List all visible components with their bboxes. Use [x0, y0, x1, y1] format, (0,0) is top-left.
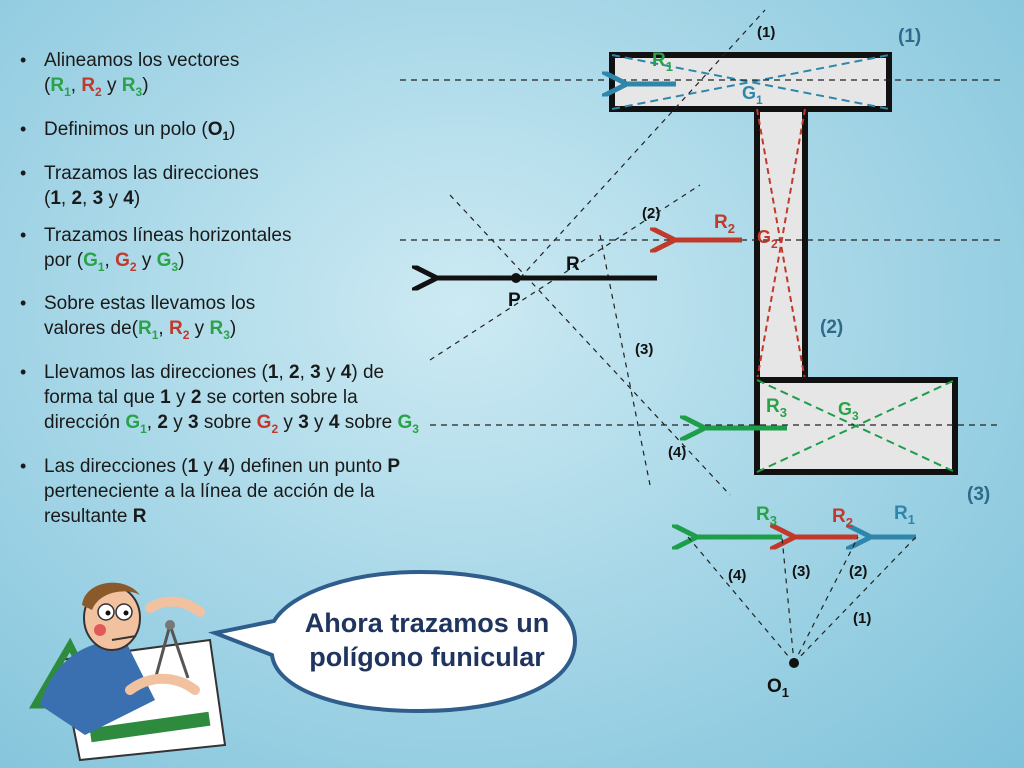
funicular-line-4	[449, 194, 731, 496]
label-r2: R2	[714, 212, 735, 236]
direction-label-1: (1)	[757, 24, 775, 41]
polar-ray-1	[793, 536, 917, 664]
engineer-illustration	[28, 582, 227, 762]
speech-bubble-text: Ahora trazamos un polígono funicular	[282, 606, 572, 674]
speech-bubble-line-1: Ahora trazamos un	[304, 608, 550, 638]
polygon-direction-label-3: (3)	[792, 563, 810, 580]
beam-section-web	[754, 106, 808, 383]
section-label-2: (2)	[820, 317, 843, 338]
speech-bubble-line-2: polígono funicular	[309, 642, 545, 672]
polar-rays	[687, 536, 917, 664]
polygon-label-r3: R3	[756, 504, 777, 528]
polygon-direction-label-2: (2)	[849, 563, 867, 580]
direction-label-4: (4)	[668, 444, 686, 461]
label-g1: G1	[742, 83, 763, 107]
label-pole-o1: O1	[767, 676, 789, 700]
step-2: Definimos un polo (O1)	[18, 117, 518, 149]
polygon-direction-label-1: (1)	[853, 610, 871, 627]
funicular-line-1	[519, 9, 766, 279]
polygon-direction-label-4: (4)	[728, 567, 746, 584]
label-r1: R1	[652, 50, 673, 74]
step-list: Alineamos los vectores (R1, R2 y R3) Def…	[18, 48, 518, 541]
label-g2: G2	[757, 227, 778, 251]
step-3: Trazamos las direcciones (1, 2, 3 y 4)	[18, 161, 518, 211]
funicular-line-3	[599, 234, 651, 486]
step-5: Sobre estas llevamos los valores de(R1, …	[18, 291, 518, 348]
polar-ray-3	[781, 536, 795, 664]
direction-label-3: (3)	[635, 341, 653, 358]
label-g3: G3	[838, 399, 859, 423]
polar-ray-4	[687, 536, 795, 664]
speech-bubble	[207, 569, 578, 714]
section-label-3: (3)	[967, 484, 990, 505]
step-7: Las direcciones (1 y 4) definen un punto…	[18, 454, 518, 529]
label-resultant: R	[566, 254, 580, 275]
pole-o1-dot	[789, 658, 799, 668]
step-4: Trazamos líneas horizontales por (G1, G2…	[18, 223, 518, 280]
polar-ray-2	[793, 536, 859, 664]
polygon-label-r2: R2	[832, 506, 853, 530]
step-1: Alineamos los vectores (R1, R2 y R3)	[18, 48, 518, 105]
section-label-1: (1)	[898, 26, 921, 47]
beam-section-bottom	[754, 377, 958, 475]
polygon-label-r1: R1	[894, 503, 915, 527]
step-6: Llevamos las direcciones (1, 2, 3 y 4) d…	[18, 360, 518, 442]
label-r3: R3	[766, 396, 787, 420]
direction-label-2: (2)	[642, 205, 660, 222]
